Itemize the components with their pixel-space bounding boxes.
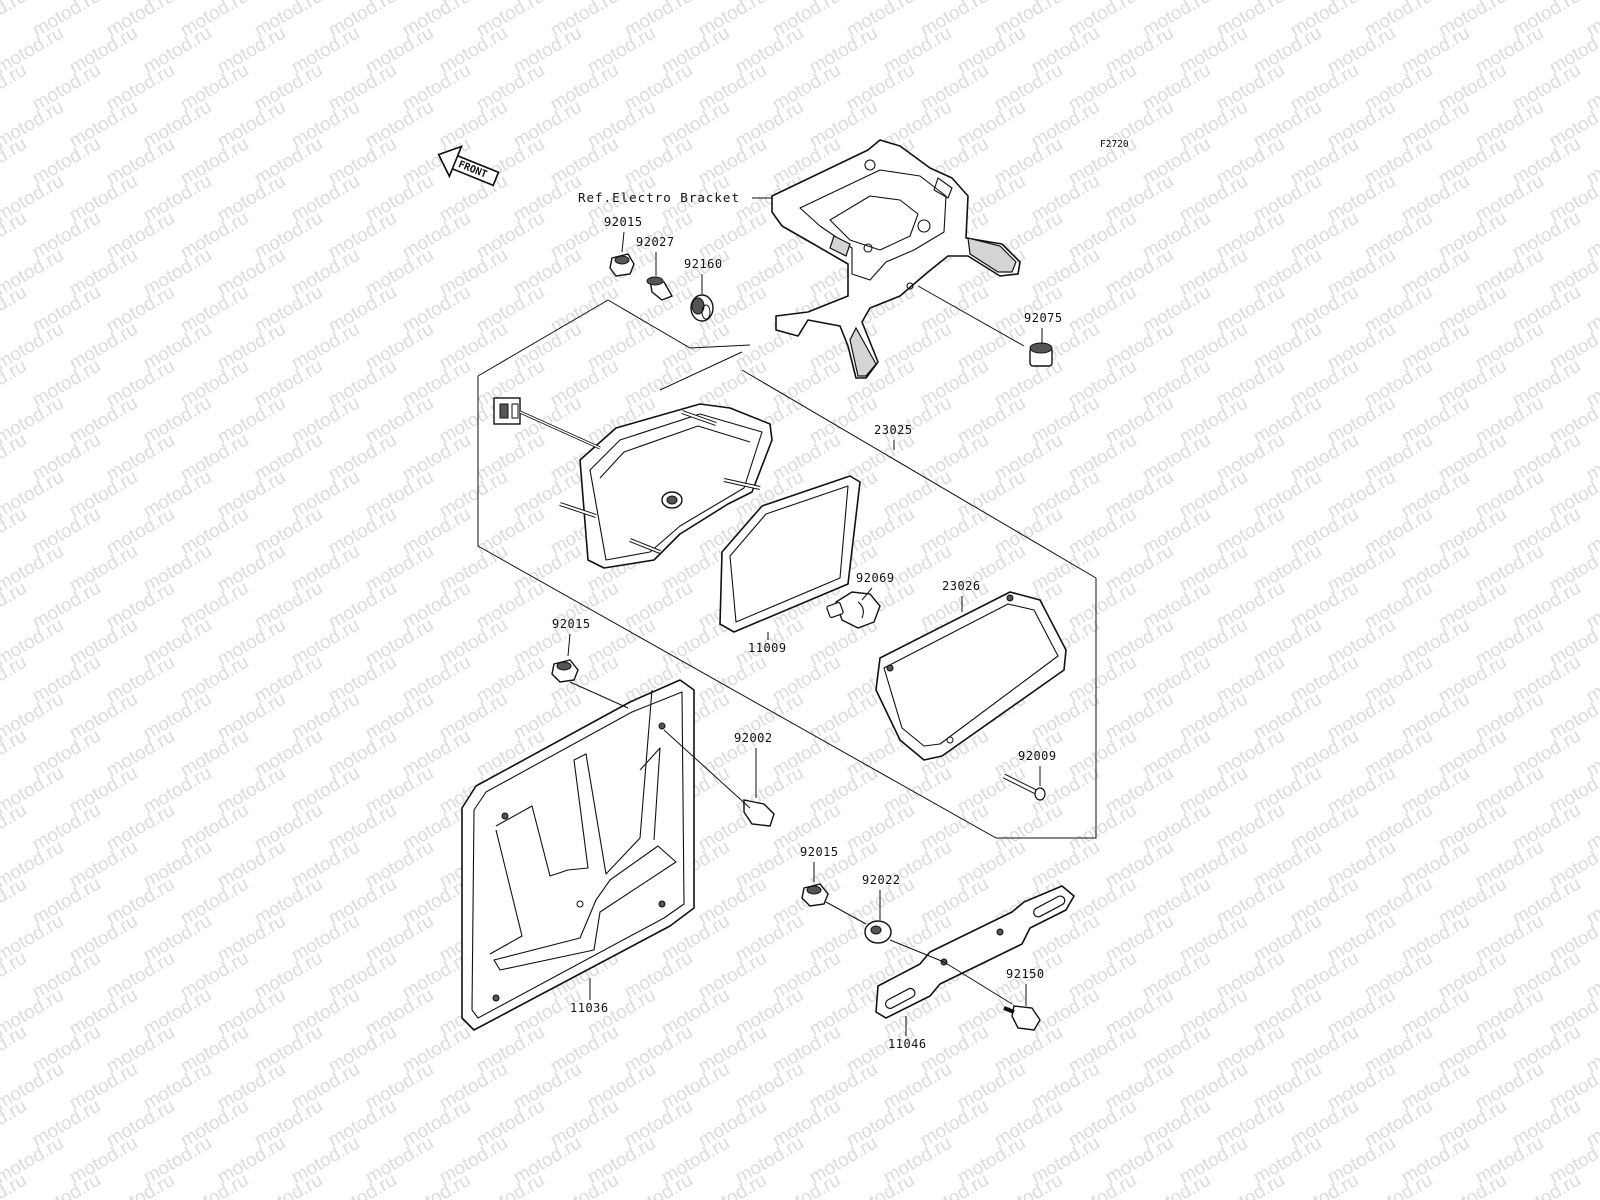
svg-text:92069: 92069 xyxy=(856,571,895,585)
callout-23026: 23026 xyxy=(942,579,981,612)
callout-92160: 92160 xyxy=(684,257,723,294)
callout-92015-a: 92015 xyxy=(604,215,643,253)
callout-92015-c: 92015 xyxy=(800,845,839,882)
watermark-text: motod.ru xyxy=(0,948,30,1004)
spacer-92075 xyxy=(1029,342,1053,367)
nut-92015-middle xyxy=(551,659,579,683)
watermark-text: motod.ru xyxy=(0,134,30,190)
group-outline xyxy=(477,376,1097,839)
svg-text:92075: 92075 xyxy=(1024,311,1063,325)
license-bracket-11036 xyxy=(461,679,695,1031)
leader-top-group xyxy=(607,299,751,349)
watermark-text: motod.ru xyxy=(991,1170,1066,1200)
svg-text:92160: 92160 xyxy=(684,257,723,271)
bolt-92150 xyxy=(1003,1005,1041,1031)
electro-bracket xyxy=(771,139,1021,379)
callout-92002: 92002 xyxy=(734,731,773,798)
watermark-text: motod.ru xyxy=(769,1170,844,1200)
watermark-text: motod.ru xyxy=(917,1170,992,1200)
svg-text:11046: 11046 xyxy=(888,1037,927,1051)
watermark-text: motod.ru xyxy=(0,60,30,116)
watermark-text: motod.ru xyxy=(0,282,30,338)
screw-92009 xyxy=(1002,773,1046,801)
watermark-text: motod.ru xyxy=(1435,1170,1510,1200)
watermark-text: motod.ru xyxy=(0,652,30,708)
svg-text:92015: 92015 xyxy=(552,617,591,631)
watermark-text: motod.ru xyxy=(177,1170,252,1200)
watermark-text: motod.ru xyxy=(399,1170,474,1200)
svg-text:11036: 11036 xyxy=(570,1001,609,1015)
watermark-text: motod.ru xyxy=(1139,1170,1214,1200)
watermark-text: motod.ru xyxy=(1361,1170,1436,1200)
plate-bracket-11046 xyxy=(875,885,1075,1019)
svg-text:92002: 92002 xyxy=(734,731,773,745)
svg-text:92022: 92022 xyxy=(862,873,901,887)
callout-92009: 92009 xyxy=(1018,749,1057,786)
watermark-text: motod.ru xyxy=(1065,1170,1140,1200)
leader-92075 xyxy=(917,285,1025,347)
watermark-text: motod.ru xyxy=(29,1170,104,1200)
reference-label: Ref.Electro Bracket xyxy=(578,190,740,205)
watermark-text: motod.ru xyxy=(1583,1170,1600,1200)
watermark-text: motod.ru xyxy=(0,726,30,782)
watermark-text: motod.ru xyxy=(1213,1170,1288,1200)
leader-92015-middle xyxy=(569,681,629,709)
watermark-text: motod.ru xyxy=(0,1022,30,1078)
watermark-text: motod.ru xyxy=(0,504,30,560)
watermark-text: motod.ru xyxy=(0,578,30,634)
svg-text:92015: 92015 xyxy=(604,215,643,229)
callout-23025: 23025 xyxy=(874,423,913,450)
watermark-text: motod.ru xyxy=(0,0,30,41)
svg-text:92150: 92150 xyxy=(1006,967,1045,981)
callout-11046: 11046 xyxy=(888,1016,927,1051)
watermark-text: motod.ru xyxy=(843,1170,918,1200)
callout-92075: 92075 xyxy=(1024,311,1063,344)
bulb-92069 xyxy=(826,591,881,629)
watermark-text: motod.ru xyxy=(103,1170,178,1200)
svg-text:92009: 92009 xyxy=(1018,749,1057,763)
lens-23026 xyxy=(875,591,1067,761)
watermark-text: motod.ru xyxy=(0,208,30,264)
svg-text:11009: 11009 xyxy=(748,641,787,655)
watermark-text: motod.ru xyxy=(695,1170,770,1200)
callout-92150: 92150 xyxy=(1006,967,1045,1006)
nut-92015-top xyxy=(609,253,635,277)
watermark-text: motod.ru xyxy=(0,356,30,412)
callout-92022: 92022 xyxy=(862,873,901,920)
svg-text:92027: 92027 xyxy=(636,235,675,249)
grommet-92160 xyxy=(690,294,714,322)
callout-92069: 92069 xyxy=(856,571,895,601)
lamp-connector xyxy=(493,397,601,450)
callout-11009: 11009 xyxy=(748,632,787,655)
bolt-92002 xyxy=(663,729,775,827)
watermark-text: motod.ru xyxy=(1287,1170,1362,1200)
nut-92015-lower xyxy=(801,883,829,907)
watermark-text: motod.ru xyxy=(0,874,30,930)
callout-92015-b: 92015 xyxy=(552,617,591,657)
watermark-text: motod.ru xyxy=(621,1170,696,1200)
watermark-text: motod.ru xyxy=(325,1170,400,1200)
watermark-text: motod.ru xyxy=(473,1170,548,1200)
gasket-11009 xyxy=(719,475,861,633)
svg-text:23025: 23025 xyxy=(874,423,913,437)
callout-11036: 11036 xyxy=(570,978,609,1015)
watermark-text: motod.ru xyxy=(0,430,30,486)
watermark-text: motod.ru xyxy=(0,1096,30,1152)
watermark-text: motod.ru xyxy=(547,1170,622,1200)
washer-92022 xyxy=(864,920,892,944)
watermark-text: motod.ru xyxy=(1509,1170,1584,1200)
watermark-text: motod.ru xyxy=(0,800,30,856)
figure-code: F2720 xyxy=(1100,139,1129,150)
watermark-text: motod.ru xyxy=(251,1170,326,1200)
lamp-housing xyxy=(559,403,773,569)
callout-92027: 92027 xyxy=(636,235,675,276)
collar-92027 xyxy=(646,276,674,301)
svg-text:92015: 92015 xyxy=(800,845,839,859)
svg-text:23026: 23026 xyxy=(942,579,981,593)
